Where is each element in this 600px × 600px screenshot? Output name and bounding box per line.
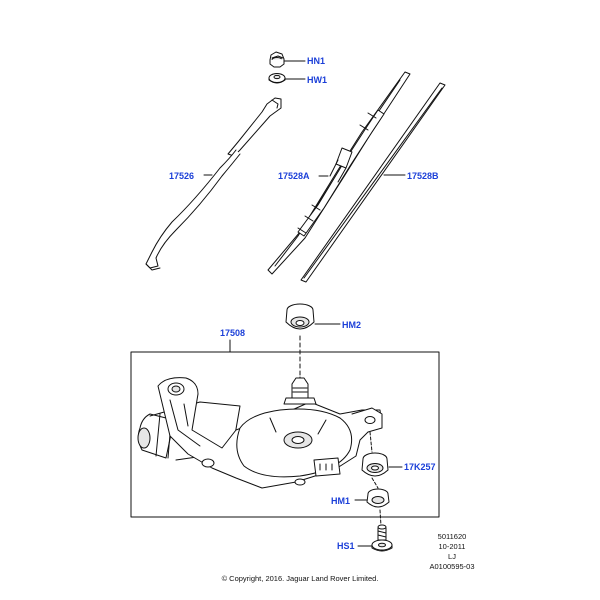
callout-hm1[interactable]: HM1 bbox=[331, 496, 351, 506]
callout-hs1[interactable]: HS1 bbox=[337, 541, 355, 551]
reference-id: A0100595-03 bbox=[429, 562, 475, 571]
nut-hn1 bbox=[269, 51, 306, 68]
callout-hw1[interactable]: HW1 bbox=[307, 75, 327, 85]
wiper-motor-assembly bbox=[137, 371, 383, 489]
callout-17528b[interactable]: 17528B bbox=[407, 171, 439, 181]
screw-hs1 bbox=[357, 524, 393, 552]
copyright-notice: © Copyright, 2016. Jaguar Land Rover Lim… bbox=[221, 574, 379, 583]
wiper-arm-17526 bbox=[145, 97, 282, 271]
reference-initials: LJ bbox=[448, 552, 456, 561]
assembly-box-17508 bbox=[130, 351, 440, 518]
grommet-hm2 bbox=[285, 303, 341, 373]
reference-code: 5011620 bbox=[437, 532, 467, 541]
callout-17526[interactable]: 17526 bbox=[169, 171, 195, 181]
callout-hn1[interactable]: HN1 bbox=[307, 56, 326, 66]
callout-17528a[interactable]: 17528A bbox=[278, 171, 310, 181]
grommet-hm1 bbox=[354, 488, 390, 527]
callout-17k257[interactable]: 17K257 bbox=[404, 462, 436, 472]
washer-hw1 bbox=[268, 73, 306, 84]
callout-17508[interactable]: 17508 bbox=[220, 328, 246, 338]
blade-rubber-17528b bbox=[300, 82, 446, 283]
wiper-blade-17528a bbox=[267, 71, 411, 275]
grommet-17k257 bbox=[361, 452, 403, 477]
callout-hm2[interactable]: HM2 bbox=[342, 320, 362, 330]
reference-block: 5011620 10-2011 LJ A0100595-03 bbox=[424, 532, 480, 572]
reference-date: 10-2011 bbox=[438, 542, 466, 551]
